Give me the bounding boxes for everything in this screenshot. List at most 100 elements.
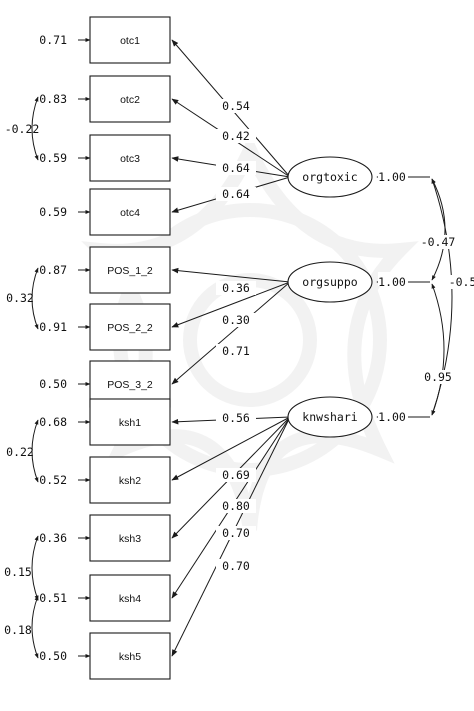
indicator-otc1: otc1 [89,16,171,64]
indicator-box [89,188,171,236]
error-variance-value: 0.91 [39,320,67,334]
loading-label-bg [216,559,256,573]
correlation-label-bg [422,235,456,249]
indicator-label: POS_2_2 [107,322,153,334]
indicator-ksh1: ksh1 [89,398,171,446]
indicator-otc2: otc2 [89,75,171,123]
factor-ellipse [287,156,373,198]
indicator-box [89,456,171,504]
loading-value: 0.70 [222,526,250,540]
error-covariance-value: 0.32 [6,291,34,305]
error-variance-value: 0.68 [39,415,67,429]
error-variance-value: 0.83 [39,92,67,106]
error-variance-value: 0.50 [39,377,67,391]
loading-label-bg [216,411,256,425]
indicator-pos_1_2: POS_1_2 [89,246,171,294]
correlation-arc [431,178,446,281]
correlation-arc [431,283,445,416]
error-variance-value: 0.36 [39,531,67,545]
error-variance-value: 0.59 [39,151,67,165]
error-variance-value: 0.50 [39,649,67,663]
indicator-label: POS_3_2 [107,379,153,391]
correlation-value: -0.47 [421,235,456,249]
loading-label-bg [216,99,256,113]
error-covariance-arc [31,419,39,483]
loading-label-bg [216,499,256,513]
loading-value: 0.36 [222,281,250,295]
error-covariance-arc [31,96,39,161]
loading-value: 0.70 [222,559,250,573]
loading-label-bg [216,161,256,175]
loading-label-bg [216,129,256,143]
error-variance-value: 0.52 [39,473,67,487]
loading-label-bg [216,187,256,201]
factor-variance-value: 1.00 [378,170,406,184]
variance-label-bg [378,167,408,181]
loading-label-bg [216,313,256,327]
loading-value: 0.69 [222,468,250,482]
loading-value: 0.54 [222,99,250,113]
indicator-label: POS_1_2 [107,265,153,277]
error-variance-value: 0.51 [39,591,67,605]
correlation-label-bg [422,370,456,384]
loading-label-bg [216,344,256,358]
factor-knwshari: knwshari [287,396,373,438]
indicator-label: otc1 [120,35,140,47]
factor-label: orgtoxic [302,170,357,184]
indicator-box [89,398,171,446]
factor-variance-value: 1.00 [378,275,406,289]
factor-orgsuppo: orgsuppo [287,261,373,303]
error-covariance-value: -0.22 [5,122,40,136]
indicator-ksh3: ksh3 [89,514,171,562]
variance-label-bg [378,272,408,286]
covariance-arcs [31,96,453,659]
factor-ellipse [287,261,373,303]
indicator-box [89,574,171,622]
variance-label-bg [378,407,408,421]
loading-value: 0.42 [222,129,250,143]
indicator-ksh5: ksh5 [89,632,171,680]
indicator-label: ksh5 [119,651,141,663]
error-covariance-value: 0.22 [6,445,34,459]
indicator-box [89,134,171,182]
correlation-value: 0.95 [424,370,452,384]
factor-variance-value: 1.00 [378,410,406,424]
factor-label: orgsuppo [302,275,357,289]
loading-label-bg [216,281,256,295]
loading-label-bg [216,526,256,540]
loading-value: 0.64 [222,161,250,175]
loading-arrow [171,416,291,481]
loading-value: 0.64 [222,187,250,201]
indicator-label: ksh3 [119,533,141,545]
indicator-label: otc3 [120,153,140,165]
correlation-label-bg [450,275,474,289]
error-covariance-value: 0.15 [4,565,32,579]
indicator-pos_2_2: POS_2_2 [89,303,171,351]
error-variance-value: 0.87 [39,263,67,277]
indicator-box [89,75,171,123]
path-labels: 0.710.540.830.420.590.640.590.640.870.36… [4,33,474,663]
error-covariance-arc [31,267,39,330]
indicator-box [89,514,171,562]
error-covariance-arc [31,535,39,601]
indicator-label: ksh4 [119,593,141,605]
loading-arrow [171,281,291,328]
indicator-otc3: otc3 [89,134,171,182]
indicator-label: otc4 [120,207,140,219]
indicator-box [89,16,171,64]
indicator-box [89,246,171,294]
correlation-value: -0.50 [449,275,474,289]
indicator-label: ksh1 [119,417,141,429]
indicator-label: ksh2 [119,475,141,487]
factor-ellipse [287,396,373,438]
loading-value: 0.30 [222,313,250,327]
indicator-otc4: otc4 [89,188,171,236]
loading-arrow [171,267,291,283]
factor-orgtoxic: orgtoxic [287,156,373,198]
error-variance-value: 0.59 [39,205,67,219]
error-covariance-arc [31,595,39,659]
loading-value: 0.56 [222,411,250,425]
loading-arrow [171,281,291,385]
indicator-ksh2: ksh2 [89,456,171,504]
